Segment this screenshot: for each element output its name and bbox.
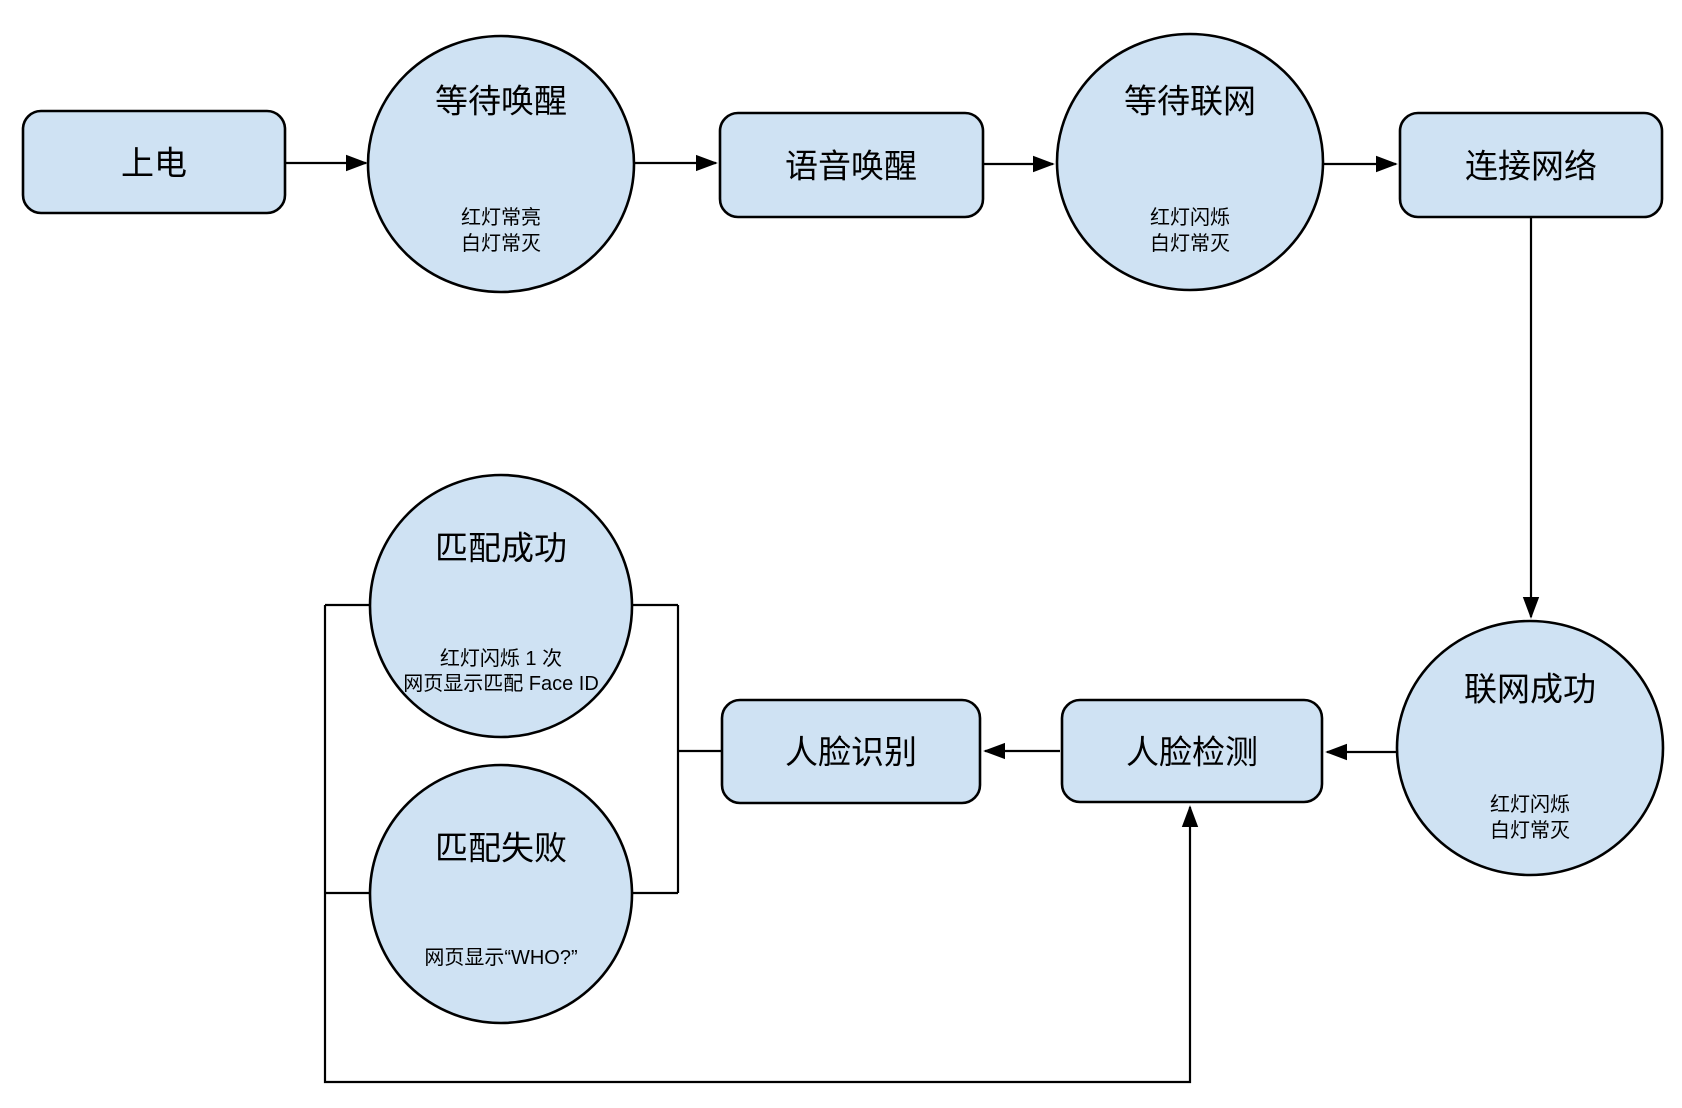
voice-wake-label: 语音唤醒: [785, 148, 917, 185]
node-voice-wake: 语音唤醒: [718, 111, 985, 219]
edges: [285, 154, 1540, 1084]
face-recognition-label: 人脸识别: [785, 734, 917, 771]
voice-wake-shape: [718, 111, 985, 219]
network-success-sub-line1: 红灯闪烁: [1490, 793, 1570, 816]
match-success-sub-line1: 红灯闪烁 1 次: [440, 647, 562, 670]
wait-network-shape: [1055, 32, 1325, 292]
connect-network-label: 连接网络: [1465, 148, 1597, 185]
power-on-shape: [21, 109, 287, 215]
edge-loop-back-to-face-detect: [323, 605, 1199, 1084]
face-detect-label: 人脸检测: [1126, 734, 1258, 771]
face-recognition-shape: [720, 698, 982, 805]
network-success-sub-line2: 白灯常灭: [1490, 819, 1570, 842]
node-face-recognition: 人脸识别: [720, 698, 982, 805]
node-power-on: 上电: [21, 109, 287, 215]
wait-wake-sub-line1: 红灯常亮: [461, 206, 541, 229]
wait-wake-sub-line2: 白灯常灭: [461, 232, 541, 255]
match-success-sub-line2: 网页显示匹配 Face ID: [403, 673, 599, 695]
node-match-fail: 匹配失败 网页显示“WHO?”: [368, 763, 634, 1025]
network-success-shape: [1395, 619, 1665, 877]
wait-network-sub-line1: 红灯闪烁: [1150, 206, 1230, 229]
face-detect-shape: [1060, 698, 1324, 804]
node-network-success: 联网成功 红灯闪烁 白灯常灭: [1395, 619, 1665, 877]
wait-wake-shape: [366, 34, 636, 294]
node-connect-network: 连接网络: [1398, 111, 1664, 219]
node-face-detect: 人脸检测: [1060, 698, 1324, 804]
connect-network-shape: [1398, 111, 1664, 219]
match-fail-label: 匹配失败: [435, 830, 567, 867]
network-success-label: 联网成功: [1464, 671, 1596, 708]
match-fail-shape: [368, 763, 634, 1025]
node-match-success: 匹配成功 红灯闪烁 1 次 网页显示匹配 Face ID: [368, 473, 634, 739]
wait-network-sub-line2: 白灯常灭: [1150, 232, 1230, 255]
node-wait-wake: 等待唤醒 红灯常亮 白灯常灭: [366, 34, 636, 294]
match-fail-sub-line1: 网页显示“WHO?”: [424, 947, 577, 969]
wait-network-label: 等待联网: [1124, 83, 1256, 120]
node-wait-network: 等待联网 红灯闪烁 白灯常灭: [1055, 32, 1325, 292]
wait-wake-label: 等待唤醒: [435, 83, 567, 120]
match-success-label: 匹配成功: [435, 530, 567, 567]
power-on-label: 上电: [121, 145, 187, 182]
match-success-shape: [368, 473, 634, 739]
